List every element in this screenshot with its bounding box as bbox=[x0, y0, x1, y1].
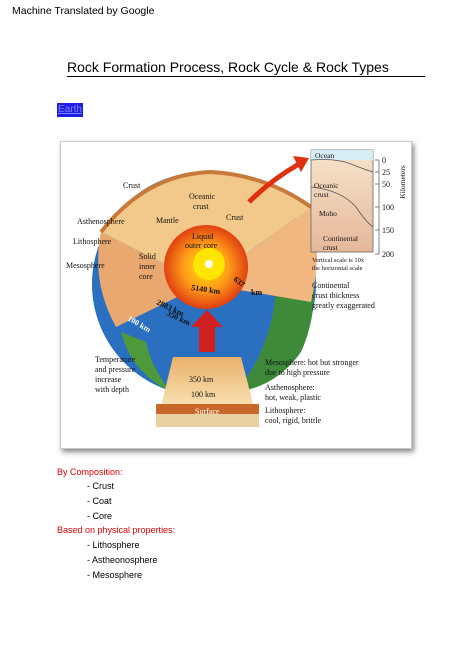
label-mesosphere: Mesosphere bbox=[66, 261, 105, 270]
scale-note: Vertical scale is 10x bbox=[312, 257, 365, 264]
label-solid: Solid bbox=[139, 252, 156, 261]
inset-label-continental: Continental bbox=[323, 234, 358, 243]
km-axis-label: Kilometers bbox=[398, 165, 407, 198]
land-mass bbox=[121, 332, 171, 392]
label-litho-desc: Lithosphere: bbox=[265, 406, 305, 415]
label-oceanic-crust: crust bbox=[193, 202, 209, 211]
inset-surface bbox=[310, 159, 374, 173]
list-item: - Astheonosphere bbox=[87, 555, 158, 565]
label-astheno-desc: hot, weak, plastic bbox=[265, 393, 321, 402]
label-litho-desc: cool, rigid, brittle bbox=[265, 416, 321, 425]
label-temperature: Temperature bbox=[95, 355, 136, 364]
list-item: - Crust bbox=[87, 481, 114, 491]
label-5140: 5140 km bbox=[191, 283, 221, 296]
km-tick-label: 0 bbox=[382, 156, 386, 165]
page-title: Rock Formation Process, Rock Cycle & Roc… bbox=[67, 59, 425, 77]
label-surface: Surface bbox=[195, 407, 220, 416]
label-mantle: Mantle bbox=[156, 216, 179, 225]
km-tick-label: 25 bbox=[382, 168, 390, 177]
label-temperature: increase bbox=[95, 375, 122, 384]
km-tick-label: 100 bbox=[382, 203, 394, 212]
inset-label-moho: Moho bbox=[319, 209, 337, 218]
inset-label-ocean: Ocean bbox=[315, 151, 334, 160]
list-item: - Coat bbox=[87, 496, 112, 506]
inset-ocean bbox=[311, 150, 373, 160]
machine-translated-note: Machine Translated by Google bbox=[12, 5, 155, 17]
label-inner: inner bbox=[139, 262, 156, 271]
surface-band bbox=[156, 414, 259, 427]
km-ticks: 0 25 50 100 150 200 bbox=[375, 156, 394, 259]
label-oceanic-crust: Oceanic bbox=[189, 192, 216, 201]
moho-line bbox=[310, 186, 374, 228]
label-astheno-desc: Asthenosphere: bbox=[265, 383, 315, 392]
composition-heading: By Composition: bbox=[57, 467, 123, 477]
scale-note: the horizontal scale bbox=[312, 265, 363, 272]
core-center bbox=[205, 260, 213, 268]
list-item: - Mesosphere bbox=[87, 570, 143, 580]
earth-link[interactable]: Earth bbox=[57, 103, 83, 117]
inset-label-oceanic: crust bbox=[314, 190, 329, 199]
inset-label-oceanic: Oceanic bbox=[314, 181, 339, 190]
thickness-note: greatly exaggerated bbox=[312, 301, 375, 310]
label-crust-2: Crust bbox=[226, 213, 244, 222]
label-lithosphere: Lithosphere bbox=[73, 237, 112, 246]
km-tick-label: 150 bbox=[382, 226, 394, 235]
km-tick-label: 200 bbox=[382, 250, 394, 259]
physical-heading: Based on physical properties: bbox=[57, 525, 176, 535]
thickness-note: crust thickness bbox=[312, 291, 359, 300]
label-km: km bbox=[251, 288, 262, 297]
label-meso-desc: Mesosphere: hot but stronger bbox=[265, 358, 359, 367]
inset-arrow-head bbox=[293, 156, 309, 172]
mantle-front bbox=[98, 232, 204, 327]
label-outer-core: outer core bbox=[185, 241, 218, 250]
inset-label-continental: crust bbox=[323, 243, 338, 252]
label-meso-desc: due to high pressure bbox=[265, 368, 330, 377]
thickness-note: Continental bbox=[312, 281, 350, 290]
label-liquid: Liquid bbox=[192, 232, 213, 241]
label-wedge-100: 100 km bbox=[191, 390, 216, 399]
lithosphere-band bbox=[156, 404, 259, 414]
list-item: - Core bbox=[87, 511, 113, 521]
list-item: - Lithosphere bbox=[87, 540, 140, 550]
label-asthenosphere: Asthenosphere bbox=[77, 217, 125, 226]
inset-arrow bbox=[247, 161, 301, 204]
label-temperature: and pressure bbox=[95, 365, 136, 374]
label-temperature: with depth bbox=[95, 385, 129, 394]
label-core: core bbox=[139, 272, 153, 281]
earth-structure-figure: 0 25 50 100 150 200 Crust Oceanic crust Mantl… bbox=[60, 141, 412, 449]
label-crust: Crust bbox=[123, 181, 141, 190]
crust-rim bbox=[99, 169, 313, 234]
depth-arrow bbox=[191, 310, 223, 352]
label-wedge-350: 350 km bbox=[189, 375, 214, 384]
km-tick-label: 50 bbox=[382, 180, 390, 189]
